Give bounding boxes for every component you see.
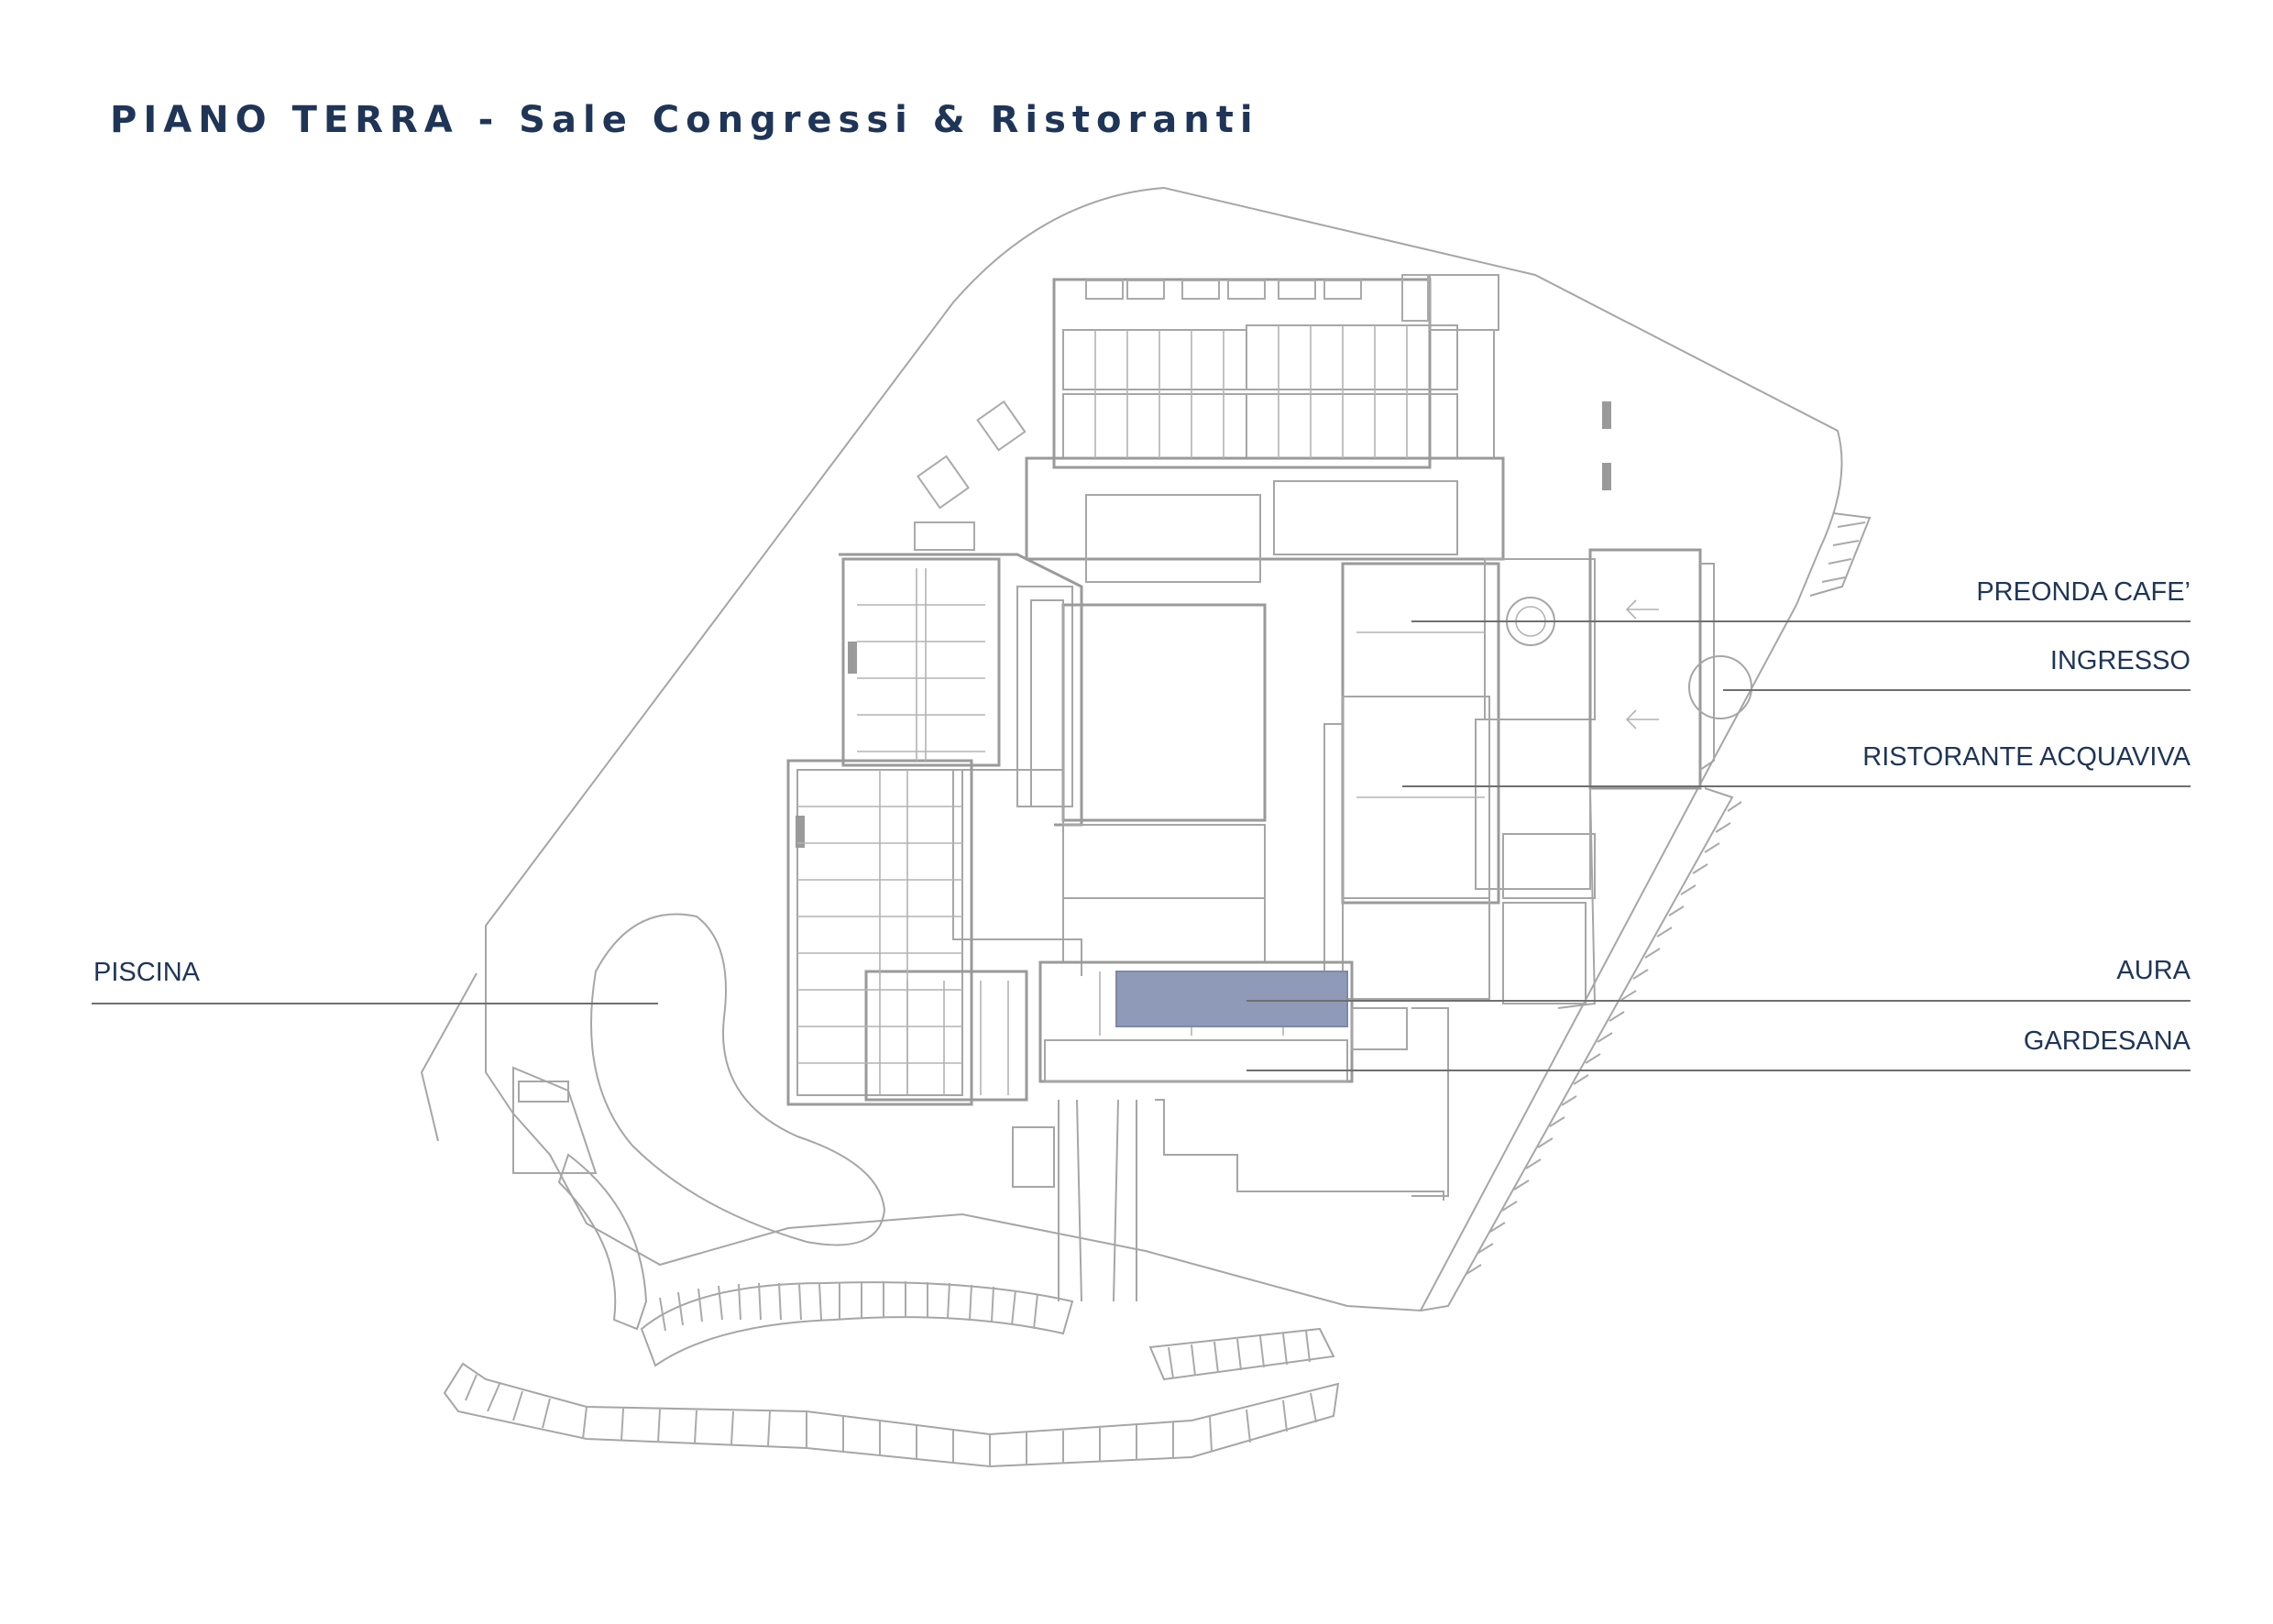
room-grid: [797, 325, 1485, 1095]
label-ristorante-acquaviva: RISTORANTE ACQUAVIVA: [1862, 742, 2191, 772]
label-gardesana: GARDESANA: [2024, 1026, 2191, 1056]
pool-outline: [590, 913, 886, 1246]
terrace-hatch: [443, 1153, 1340, 1468]
slope-hatch: [1420, 512, 1872, 1311]
site-outline: [485, 186, 1843, 1312]
terrace-hatch-lines: [465, 1281, 1317, 1466]
label-ingresso: INGRESSO: [2050, 646, 2191, 675]
stair-hatch: [796, 274, 1611, 848]
building-walls: [786, 274, 1702, 1302]
label-aura: AURA: [2116, 956, 2191, 985]
page-title: PIANO TERRA - Sale Congressi & Ristorant…: [110, 99, 1259, 141]
label-piscina: PISCINA: [93, 958, 201, 987]
leader-lines: [92, 620, 2191, 1071]
aura-room-highlight: [1115, 971, 1348, 1027]
entrance-circle: [1688, 655, 1752, 719]
label-preonda-cafe: PREONDA CAFE’: [1976, 577, 2191, 607]
